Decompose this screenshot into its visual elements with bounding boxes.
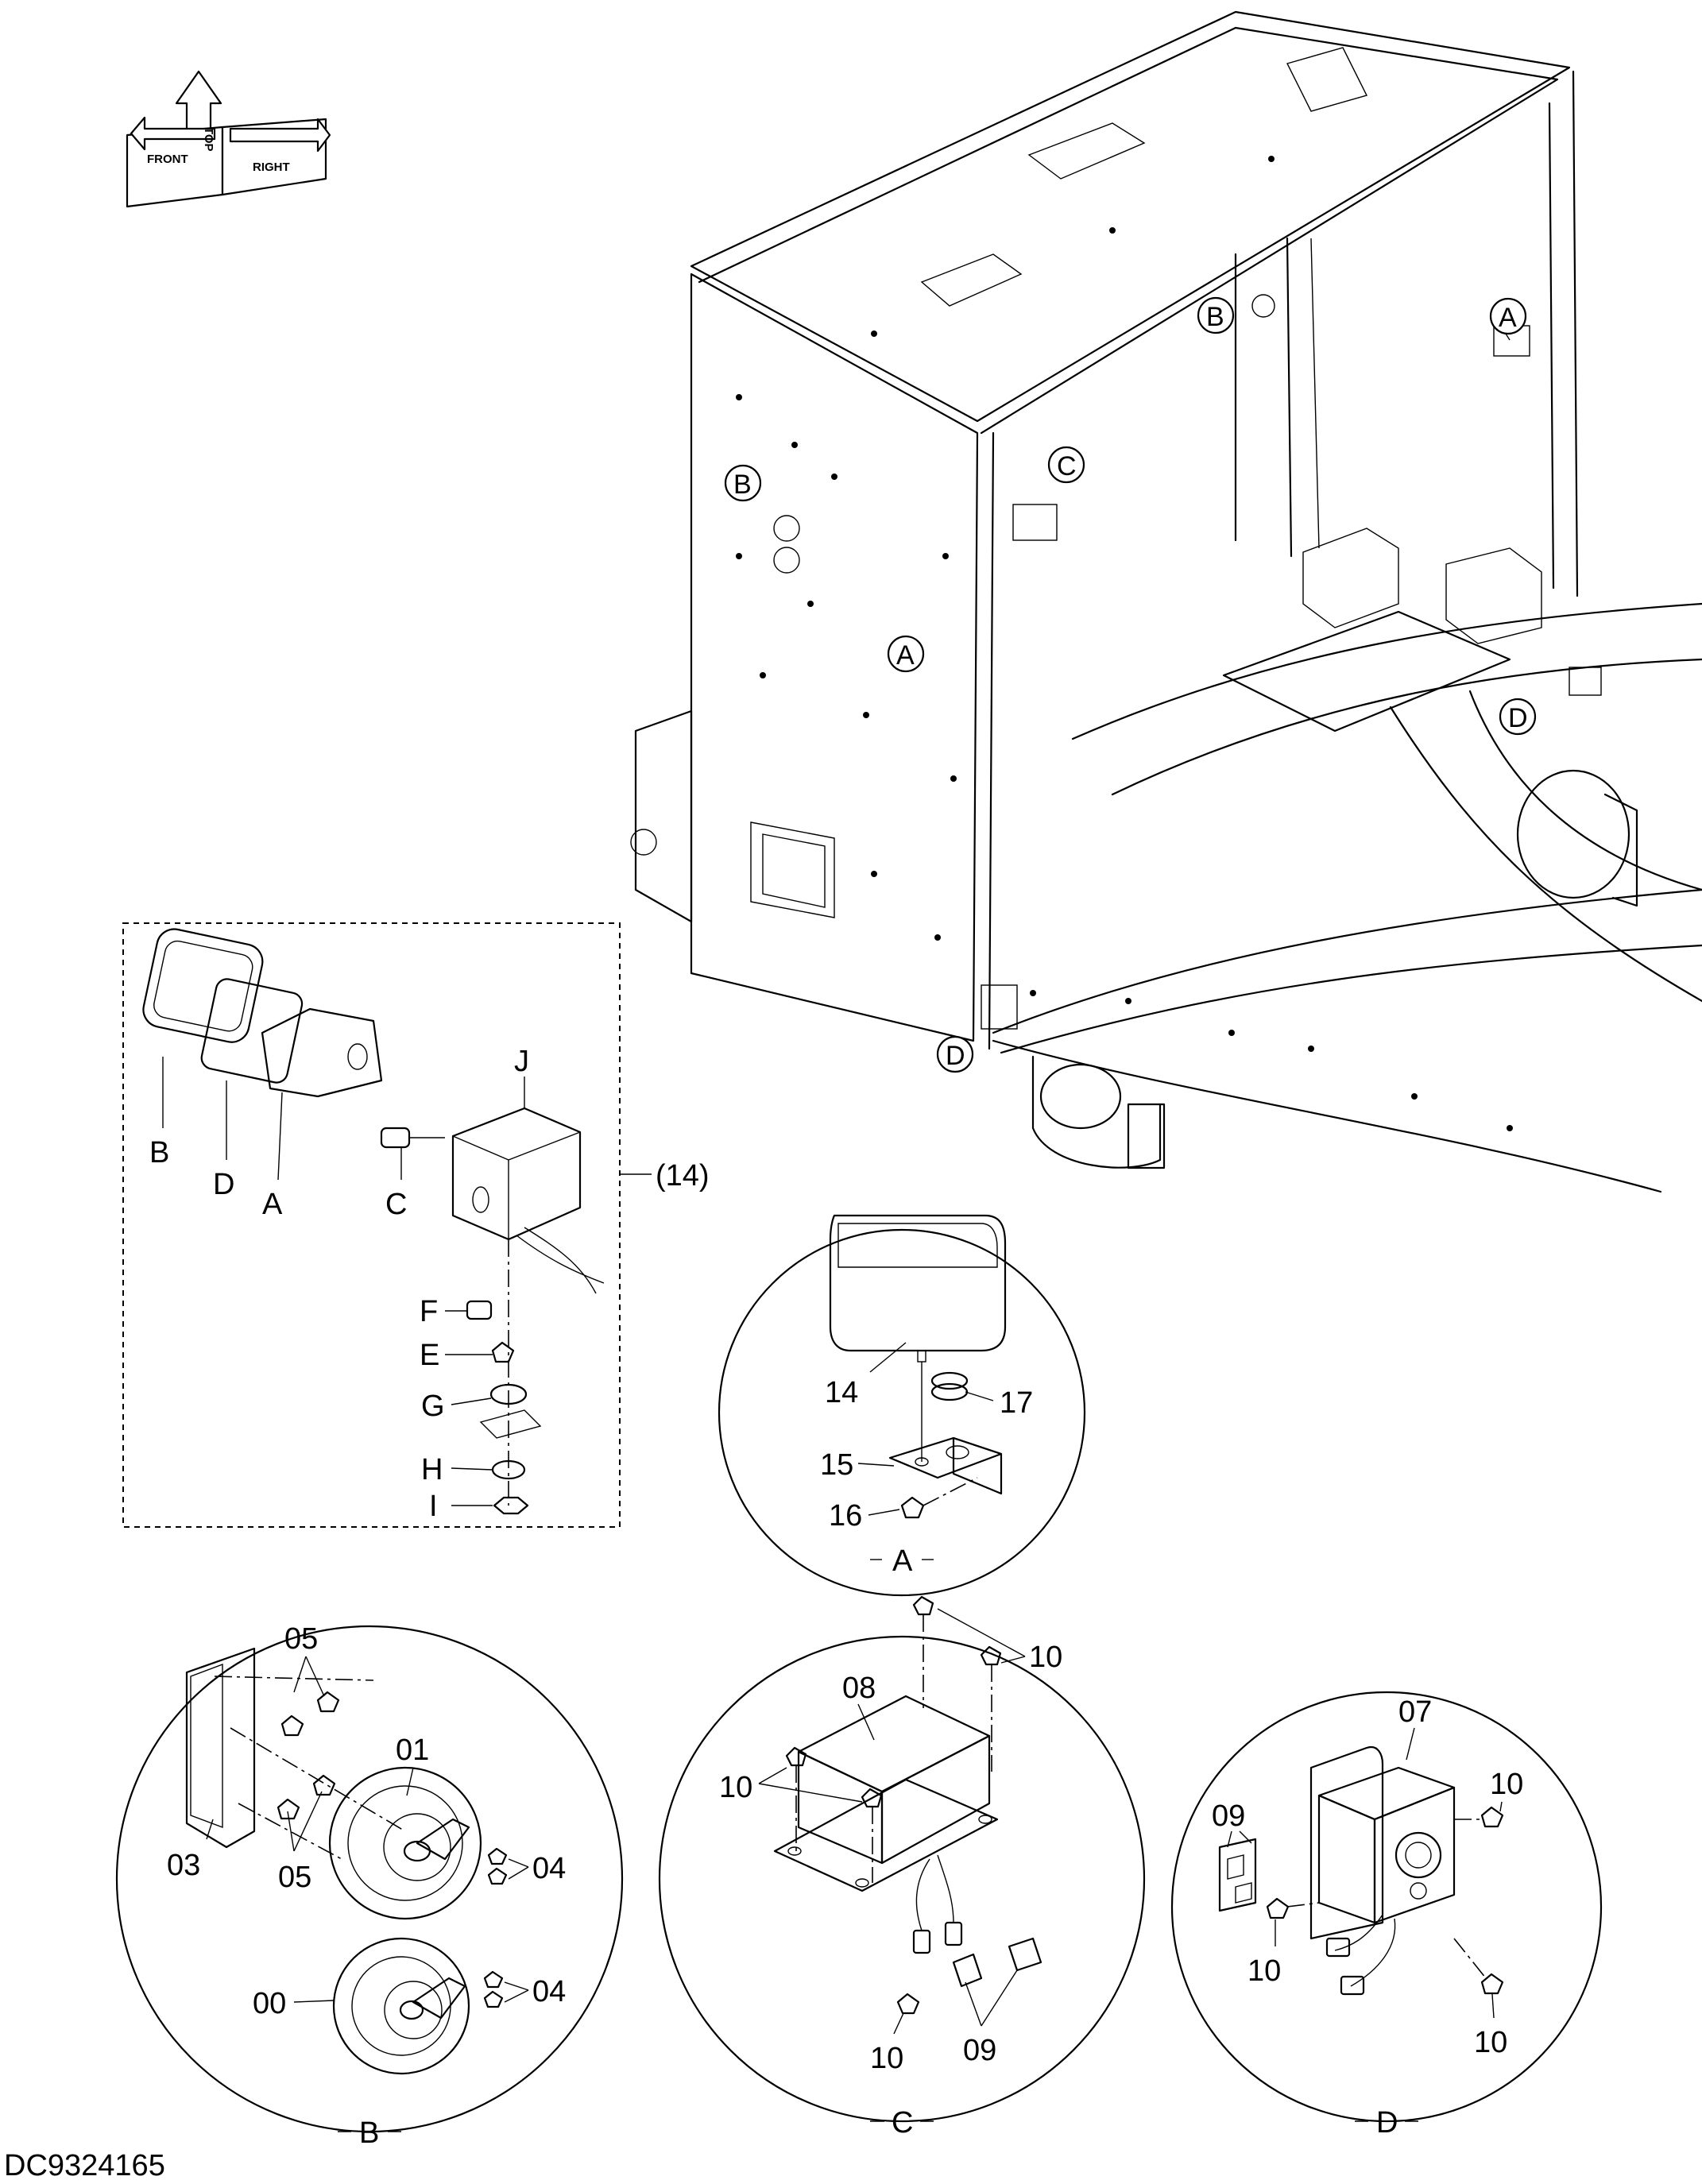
- detail-d-label-10-right: 10: [1490, 1768, 1523, 1801]
- detail-c: 08 10 10 10 09 C: [658, 1595, 1146, 2140]
- detail-b-label-05-top: 05: [284, 1622, 318, 1656]
- detail-a-title: A: [892, 1544, 913, 1578]
- svg-text:C: C: [1057, 451, 1077, 481]
- detail-d-title: D: [1376, 2106, 1398, 2140]
- detail-d-label-10-bottom-left: 10: [1247, 1954, 1281, 1988]
- part-label-e: E: [420, 1339, 439, 1372]
- callout-c: C: [1047, 446, 1085, 484]
- detail-d-label-10-bottom-right: 10: [1474, 2026, 1507, 2059]
- svg-text:D: D: [1508, 703, 1528, 733]
- part-label-i: I: [429, 1490, 438, 1523]
- detail-d-label-07: 07: [1398, 1695, 1432, 1729]
- detail-c-label-10-left: 10: [719, 1771, 752, 1804]
- part-label-g: G: [421, 1390, 445, 1423]
- callout-a-left: A: [887, 635, 925, 673]
- orientation-arrows-icon: FRONT TOP RIGHT: [126, 70, 331, 208]
- svg-text:D: D: [946, 1041, 965, 1071]
- front-arrow-label: FRONT: [147, 153, 188, 166]
- detail-a: 14 17 15 16 A: [718, 1214, 1086, 1597]
- part-label-a: A: [262, 1188, 283, 1221]
- callout-a-upper: A: [1489, 297, 1527, 341]
- svg-text:B: B: [733, 470, 752, 500]
- lamp-assembly-detail: (14) B D A C J F E G H I: [122, 922, 710, 1528]
- svg-text:A: A: [1499, 303, 1517, 333]
- detail-c-title: C: [892, 2106, 913, 2140]
- detail-c-label-09: 09: [963, 2034, 996, 2067]
- detail-c-label-10-top: 10: [1029, 1641, 1062, 1674]
- part-label-c: C: [385, 1188, 407, 1221]
- callout-d-lower: D: [936, 1035, 974, 1073]
- frame-assembly: [630, 10, 1702, 1193]
- part-label-f: F: [420, 1295, 438, 1328]
- detail-a-label-15: 15: [820, 1448, 853, 1482]
- detail-c-label-08: 08: [842, 1672, 876, 1705]
- panel-bolt-holes: [736, 156, 1513, 1131]
- top-arrow-label: TOP: [202, 127, 215, 152]
- part-label-h: H: [421, 1453, 443, 1486]
- part-label-j: J: [514, 1045, 529, 1078]
- detail-d: 07 09 10 10 10 D: [1170, 1691, 1603, 2140]
- detail-b: 05 05 01 03 04 04 00 B: [115, 1622, 624, 2150]
- part-label-b: B: [149, 1136, 169, 1169]
- callout-b-upper: B: [1197, 296, 1235, 334]
- detail-a-label-14: 14: [825, 1376, 858, 1409]
- assembly-ref-label: (14): [656, 1159, 710, 1193]
- detail-b-title: B: [359, 2116, 379, 2150]
- detail-d-label-09: 09: [1212, 1799, 1245, 1833]
- detail-b-label-00: 00: [253, 1987, 286, 2020]
- detail-c-label-10-bottom: 10: [870, 2042, 903, 2075]
- right-arrow-label: RIGHT: [253, 160, 290, 174]
- detail-b-label-05-bottom: 05: [278, 1861, 311, 1894]
- svg-text:A: A: [896, 640, 915, 671]
- part-label-d: D: [213, 1168, 234, 1201]
- callout-b-left: B: [724, 464, 762, 502]
- detail-a-label-17: 17: [1000, 1386, 1033, 1420]
- detail-a-label-16: 16: [829, 1499, 862, 1533]
- detail-b-label-03: 03: [167, 1849, 200, 1882]
- svg-text:B: B: [1206, 302, 1224, 332]
- callout-d-right: D: [1499, 698, 1537, 736]
- detail-b-label-01: 01: [396, 1734, 429, 1767]
- drawing-number: DC9324165: [4, 2149, 165, 2182]
- detail-b-label-04-lower: 04: [532, 1975, 566, 2008]
- detail-b-label-04-upper: 04: [532, 1852, 566, 1885]
